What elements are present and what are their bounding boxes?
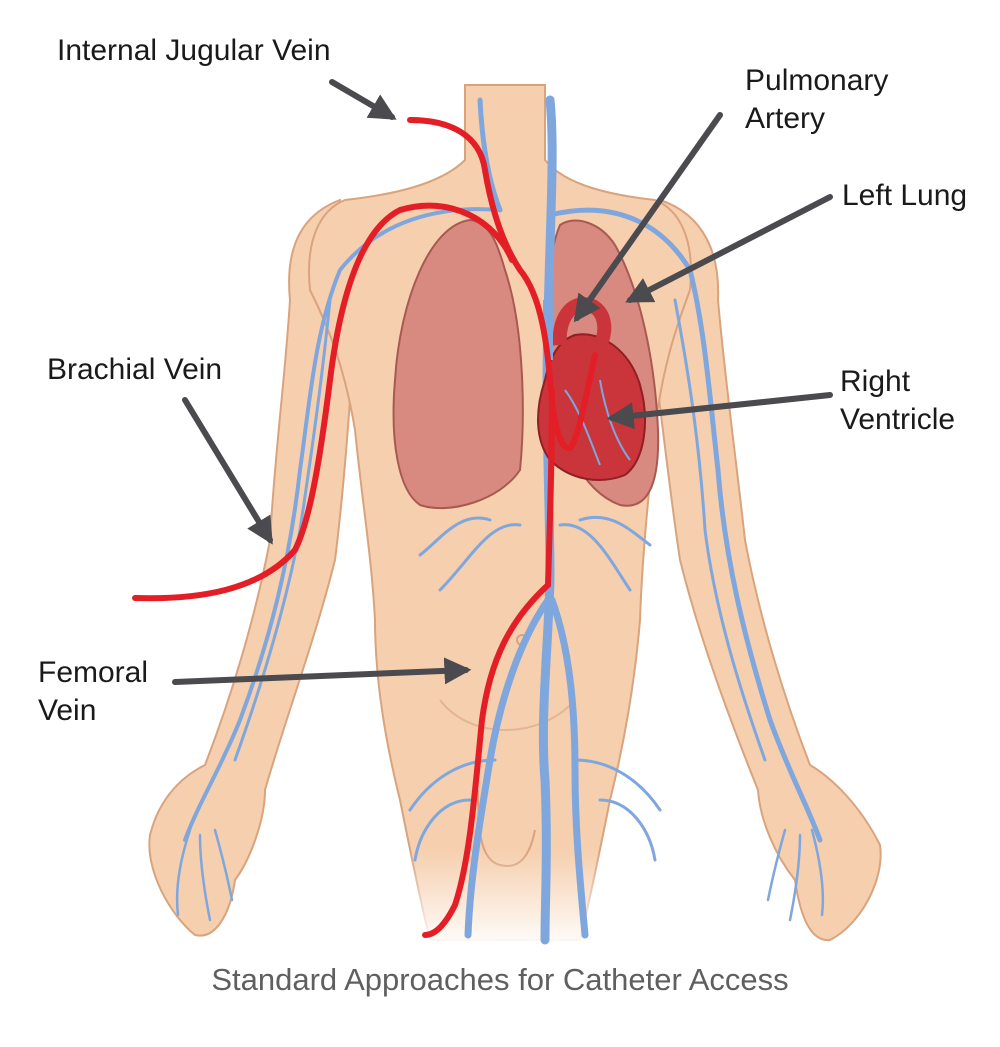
left-arm-vein-b: [673, 298, 767, 762]
figure-caption: Standard Approaches for Catheter Access: [211, 962, 789, 997]
left-lung-pointer: [625, 194, 833, 303]
torso: [308, 84, 692, 941]
brachial-pointer: [182, 397, 273, 545]
leg-fade: [380, 850, 640, 950]
pelvic-vein-right: [408, 758, 497, 862]
catheters: [132, 117, 598, 938]
jugular-catheter: [407, 117, 598, 451]
left-hand-veins: [766, 828, 825, 922]
right-hand-veins: [175, 828, 234, 922]
brachial-catheter: [132, 202, 515, 602]
right-arm: [648, 198, 882, 942]
label-femoral-vein: Femoral Vein: [38, 656, 149, 727]
right-ventricle-pointer: [606, 392, 833, 430]
label-right-ventricle: Right Ventricle: [840, 365, 956, 436]
femoral-catheter: [422, 387, 555, 938]
right-lung: [392, 218, 524, 510]
label-internal-jugular-vein: Internal Jugular Vein: [57, 34, 331, 67]
abdomen-vein-left: [558, 515, 652, 592]
abdomen-vein-right: [418, 516, 522, 592]
label-left-lung: Left Lung: [842, 179, 968, 212]
right-arm-vein-a: [183, 207, 502, 842]
jugular-pointer: [329, 79, 397, 120]
left-iliac-vein: [548, 596, 589, 939]
pelvic-vein-left: [573, 758, 662, 862]
left-arm: [148, 198, 357, 937]
right-jugular-vein: [477, 97, 503, 213]
abdomen-line: [439, 699, 576, 731]
label-pulmonary-artery: Pulmonary Artery: [745, 64, 889, 135]
pointers: [172, 79, 833, 685]
label-brachial-vein: Brachial Vein: [47, 353, 223, 386]
femoral-pointer: [172, 657, 472, 685]
left-arm-vein-a: [547, 207, 823, 843]
pulmonary-artery-pointer: [573, 112, 723, 323]
